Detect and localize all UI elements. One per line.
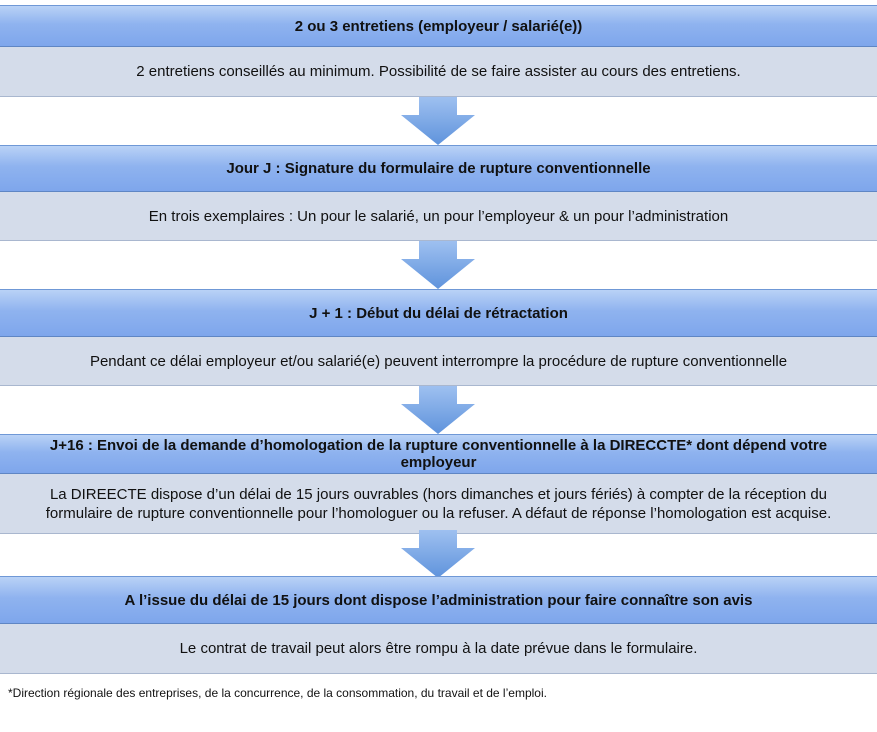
step-5-header-text: A l’issue du délai de 15 jours dont disp…	[124, 591, 753, 609]
down-arrow-icon	[401, 530, 475, 578]
step-3-header-text: J + 1 : Début du délai de rétractation	[309, 304, 568, 322]
step-5-header: A l’issue du délai de 15 jours dont disp…	[0, 576, 877, 624]
step-4-header: J+16 : Envoi de la demande d’homologatio…	[0, 434, 877, 474]
step-2-detail-text: En trois exemplaires : Un pour le salari…	[148, 207, 729, 225]
down-arrow-icon	[401, 386, 475, 434]
step-2-header-text: Jour J : Signature du formulaire de rupt…	[226, 160, 651, 177]
step-1-detail: 2 entretiens conseillés au minimum. Poss…	[0, 47, 877, 97]
step-4-header-text: J+16 : Envoi de la demande d’homologatio…	[49, 437, 828, 471]
step-4-detail: La DIREECTE dispose d’un délai de 15 jou…	[0, 474, 877, 534]
step-3-header: J + 1 : Début du délai de rétractation	[0, 289, 877, 337]
step-5-detail-text: Le contrat de travail peut alors être ro…	[179, 640, 698, 657]
step-5-detail: Le contrat de travail peut alors être ro…	[0, 624, 877, 674]
step-4-detail-text: La DIREECTE dispose d’un délai de 15 jou…	[45, 485, 832, 522]
step-1-header-text: 2 ou 3 entretiens (employeur / salarié(e…	[294, 17, 583, 35]
step-2-header: Jour J : Signature du formulaire de rupt…	[0, 145, 877, 192]
down-arrow-icon	[401, 97, 475, 145]
step-3-detail-text: Pendant ce délai employeur et/ou salarié…	[89, 352, 788, 370]
step-3-detail: Pendant ce délai employeur et/ou salarié…	[0, 337, 877, 386]
step-1-header: 2 ou 3 entretiens (employeur / salarié(e…	[0, 5, 877, 47]
down-arrow-icon	[401, 241, 475, 289]
step-1-detail-text: 2 entretiens conseillés au minimum. Poss…	[136, 63, 741, 80]
step-2-detail: En trois exemplaires : Un pour le salari…	[0, 192, 877, 241]
footnote: *Direction régionale des entreprises, de…	[8, 686, 547, 700]
